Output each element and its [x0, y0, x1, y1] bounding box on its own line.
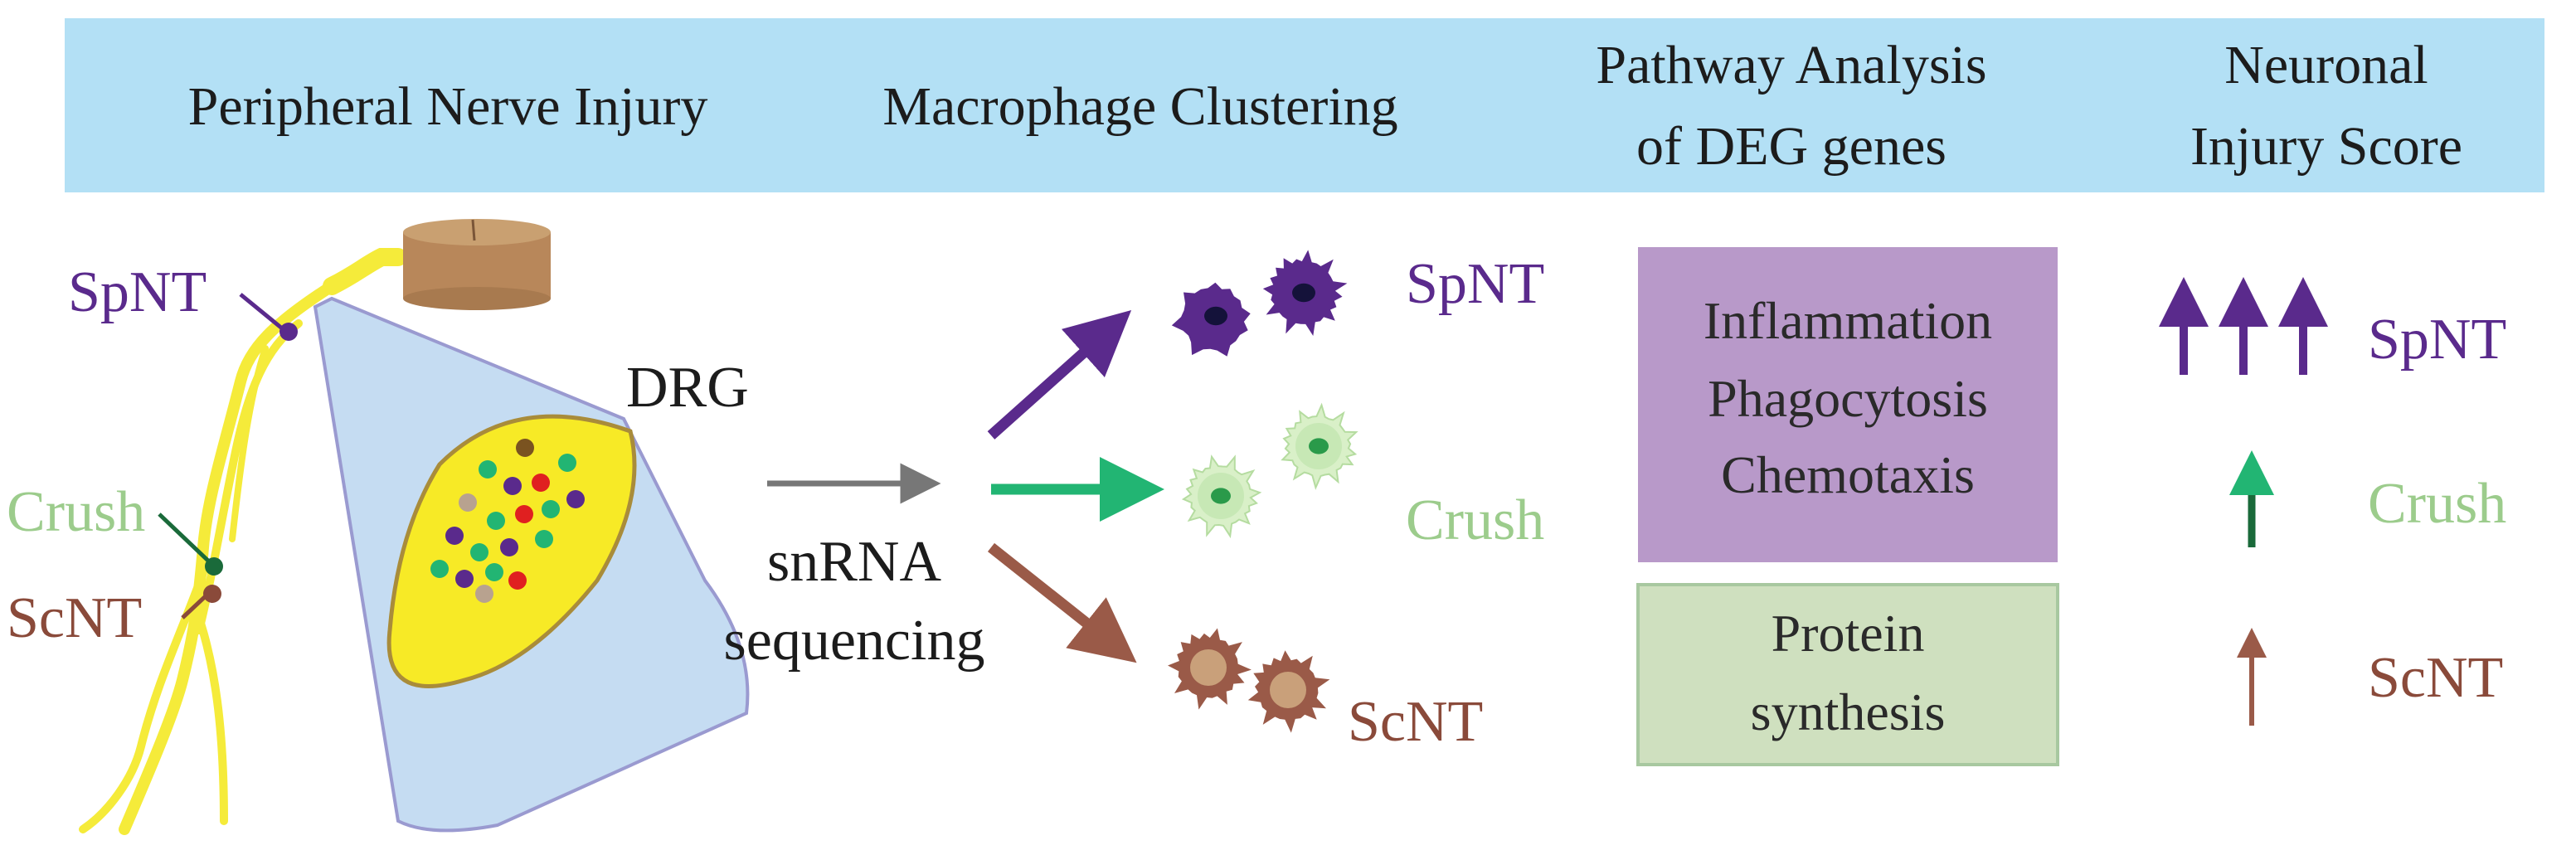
- nerve-label-scnt: ScNT: [7, 586, 142, 650]
- scnt-macrophage-2: [1247, 650, 1330, 733]
- spnt-macrophage-cells: [1171, 250, 1348, 357]
- pathway-phagocytosis: Phagocytosis: [1708, 369, 1988, 428]
- pathway-protein: Protein: [1772, 604, 1925, 663]
- pathway-box-inflammation: [1638, 247, 2058, 562]
- spnt-pointer: [239, 293, 288, 333]
- pathway-chemotaxis: Chemotaxis: [1721, 445, 1975, 504]
- header-pathway-analysis-line1: Pathway Analysis: [1596, 35, 1986, 95]
- pathway-synthesis: synthesis: [1751, 683, 1946, 741]
- nucleus: [1204, 306, 1227, 326]
- sequencing-label-line2: sequencing: [724, 609, 985, 673]
- nucleus: [1309, 438, 1329, 454]
- pathway-box-protein-synthesis: [1636, 583, 2059, 766]
- spnt-macrophage-1: [1171, 282, 1251, 357]
- spinal-cord-icon: [403, 219, 551, 310]
- crush-macrophage-cells: [1181, 402, 1358, 539]
- score-label-spnt: SpNT: [2368, 308, 2506, 372]
- spnt-injury-dot: [279, 323, 298, 341]
- score-label-crush: Crush: [2368, 472, 2506, 536]
- nucleus: [1197, 658, 1220, 678]
- cluster-label-crush: Crush: [1406, 488, 1544, 552]
- nerve-label-spnt: SpNT: [68, 260, 207, 324]
- crush-macrophage-2: [1281, 402, 1358, 490]
- scnt-macrophage-1: [1168, 628, 1252, 710]
- header-pathway-analysis-line2: of DEG genes: [1636, 116, 1947, 177]
- header-band: [65, 18, 2544, 192]
- nerve-fiber-branch-4: [229, 345, 269, 542]
- nerve-fiber-branch-3: [191, 601, 228, 825]
- cluster-label-scnt: ScNT: [1348, 690, 1483, 754]
- drg-label: DRG: [626, 356, 749, 420]
- arrow-to-spnt-cluster: [987, 310, 1132, 440]
- drg-neuron-dots: [430, 439, 585, 603]
- header-neuronal-score-line2: Injury Score: [2190, 116, 2462, 177]
- crush-injury-dot: [205, 557, 223, 576]
- nerve-root: [323, 248, 407, 295]
- header-peripheral-nerve-injury: Peripheral Nerve Injury: [188, 76, 708, 137]
- nerve-fiber-branch-2: [79, 568, 207, 833]
- spnt-macrophage-2: [1262, 250, 1348, 336]
- crush-macrophage-1: [1181, 454, 1262, 539]
- nucleus: [1276, 680, 1300, 700]
- nerve-injury-panel: SpNT Crush ScNT DRG: [7, 219, 750, 835]
- nerve-fiber-main: [119, 280, 338, 835]
- header-neuronal-score-line1: Neuronal: [2224, 35, 2428, 95]
- arrow-to-scnt-cluster: [987, 542, 1137, 663]
- pathway-inflammation: Inflammation: [1704, 291, 1992, 350]
- nerve-fiber-branch-1: [195, 319, 303, 634]
- scnt-macrophage-cells: [1168, 628, 1330, 733]
- score-spnt-arrows: [2159, 277, 2328, 375]
- nucleus: [1292, 283, 1315, 303]
- cluster-label-spnt: SpNT: [1406, 252, 1544, 316]
- nucleus: [1211, 488, 1231, 504]
- header-macrophage-clustering: Macrophage Clustering: [882, 76, 1397, 137]
- nerve-label-crush: Crush: [7, 480, 145, 544]
- sequencing-label-line1: snRNA: [767, 530, 941, 594]
- score-label-scnt: ScNT: [2368, 646, 2503, 710]
- scnt-injury-dot: [203, 585, 221, 603]
- crush-pointer: [158, 513, 213, 566]
